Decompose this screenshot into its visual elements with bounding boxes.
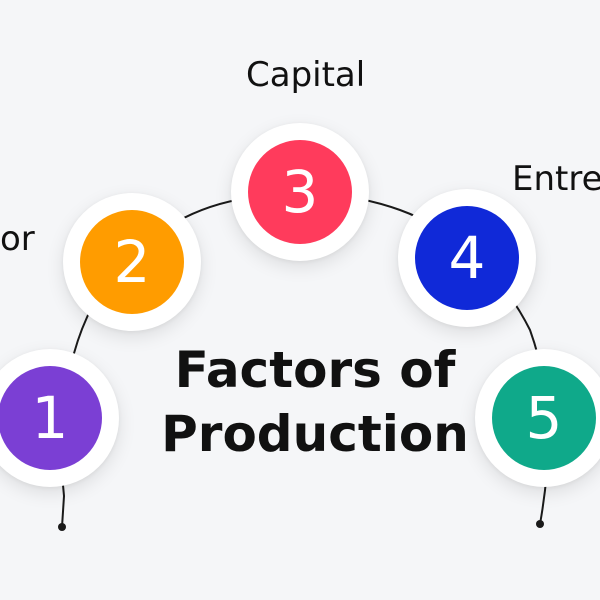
factor-node-1: 1 [0, 349, 119, 487]
factor-disc-1: 1 [0, 366, 102, 470]
factor-disc-5: 5 [492, 366, 596, 470]
title-line-1: Factors of [174, 341, 456, 399]
factor-node-5: 5 [475, 349, 600, 487]
factor-node-4: 4 [398, 189, 536, 327]
title-line-2: Production [161, 405, 469, 463]
arc-endpoint-right [536, 520, 544, 528]
arc-endpoint-left [58, 523, 66, 531]
factor-disc-4: 4 [415, 206, 519, 310]
factor-disc-2: 2 [80, 210, 184, 314]
factor-label-4: Entre [512, 159, 600, 199]
factor-label-2: or [0, 219, 35, 259]
factor-label-3: Capital [246, 55, 366, 95]
diagram-title: Factors of Production [115, 338, 515, 466]
factor-disc-3: 3 [248, 140, 352, 244]
factor-node-2: 2 [63, 193, 201, 331]
factor-node-3: 3 [231, 123, 369, 261]
